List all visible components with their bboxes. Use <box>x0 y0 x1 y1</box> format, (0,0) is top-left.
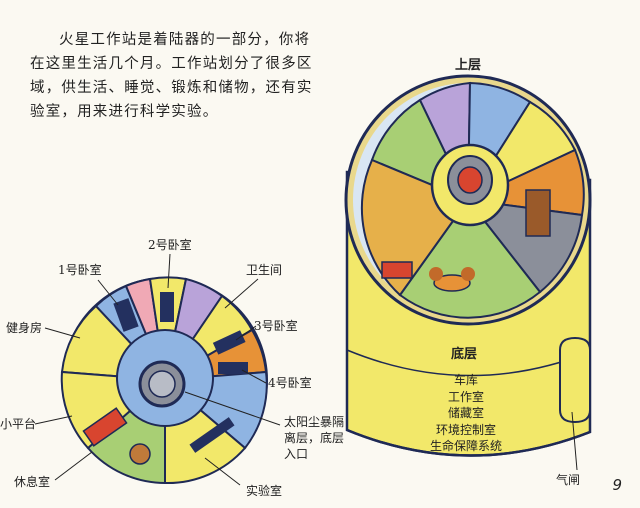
crew-member <box>429 267 443 281</box>
bed-3 <box>212 330 246 355</box>
label-gym: 健身房 <box>6 321 43 335</box>
upper-room-grey <box>465 198 584 294</box>
station-base-curve <box>346 428 591 457</box>
lower-floor-rooms: 车库 工作室 储藏室 环境控制室 生命保障系统 <box>418 372 514 455</box>
lounge-table <box>129 443 151 465</box>
label-lounge: 休息室 <box>14 475 51 489</box>
storm-shelter-line: 太阳尘暴隔 <box>284 415 345 429</box>
floor-plan <box>34 253 281 486</box>
upper-room-lounge <box>398 198 542 319</box>
lower-room-item: 储藏室 <box>447 406 484 420</box>
page-number: 9 <box>612 476 622 494</box>
airlock-door <box>559 336 591 424</box>
crew-member <box>461 267 475 281</box>
label-airlock: 气闸 <box>556 473 581 487</box>
label-bedroom-3: 3号卧室 <box>254 319 298 333</box>
lab-bench <box>189 417 235 453</box>
intro-text: 火星工作站是着陆器的一部分，你将在这里生活几个月。工作站划分了很多区域，供生活、… <box>30 32 313 120</box>
lower-room-item: 工作室 <box>447 389 484 404</box>
bed-2 <box>160 292 174 322</box>
label-lower-floor: 底层 <box>451 347 478 362</box>
lower-room-item: 环境控制室 <box>435 422 496 437</box>
ladder-hatch <box>457 166 483 194</box>
intro-paragraph: 火星工作站是着陆器的一部分，你将在这里生活几个月。工作站划分了很多区域，供生活、… <box>30 28 315 124</box>
bed-4 <box>218 362 248 374</box>
crew-table <box>433 274 471 292</box>
label-lab: 实验室 <box>246 484 283 498</box>
label-upper-floor: 上层 <box>455 58 482 73</box>
label-platform: 小平台 <box>0 417 37 431</box>
lounge-sofa <box>82 407 128 447</box>
bookshelf <box>525 189 551 237</box>
storm-shelter-line: 离层，底层 <box>284 431 345 445</box>
shelter-hatch <box>148 370 176 398</box>
storm-shelter-line: 入口 <box>284 447 309 461</box>
label-bedroom-2: 2号卧室 <box>148 238 192 252</box>
lower-room-item: 车库 <box>453 373 478 387</box>
upper-sofa <box>381 261 413 279</box>
label-bedroom-4: 4号卧室 <box>268 376 312 390</box>
label-bedroom-1: 1号卧室 <box>58 263 102 277</box>
pointer-lines <box>34 253 281 486</box>
bed-1 <box>113 298 139 332</box>
label-bathroom: 卫生间 <box>246 263 283 277</box>
label-storm-shelter: 太阳尘暴隔 离层，底层 入口 <box>284 414 344 462</box>
station-cutaway <box>344 74 592 471</box>
lower-room-item: 生命保障系统 <box>429 439 502 453</box>
airlock-pointer <box>571 411 578 471</box>
